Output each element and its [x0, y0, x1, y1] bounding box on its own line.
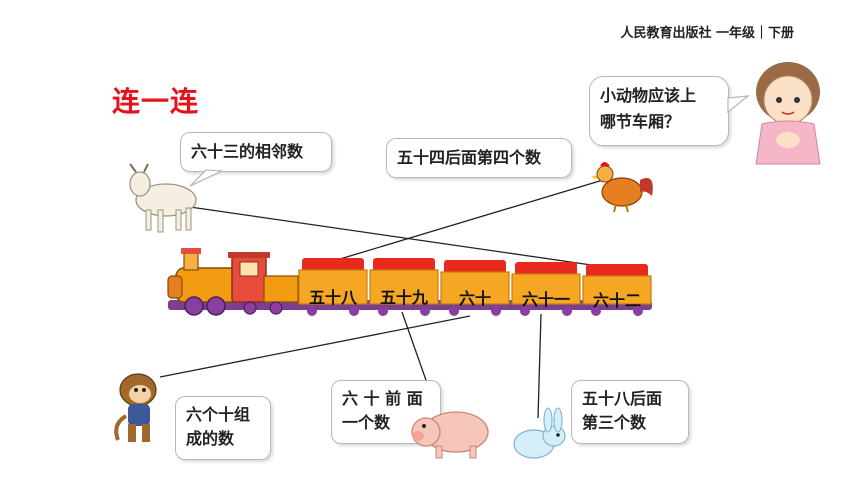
rabbit-icon — [513, 407, 566, 459]
pig-clue-line1: 六 十 前 面 — [342, 389, 423, 408]
pig-clue-line2: 一个数 — [342, 413, 391, 432]
car-label-4: 六十一 — [521, 290, 570, 309]
monkey-clue-line1: 六个十组 — [186, 405, 251, 424]
line-rabbit-to-car-61 — [537, 313, 542, 419]
girl-question-line1: 小动物应该上 — [600, 86, 697, 105]
goat-clue-text: 六十三的相邻数 — [191, 142, 304, 161]
locomotive — [167, 248, 299, 316]
rooster-clue-bubble: 五十四后面第四个数 — [386, 138, 572, 178]
rabbit-clue-bubble: 五十八后面 第三个数 — [571, 380, 689, 444]
goat-clue-bubble: 六十三的相邻数 — [180, 132, 332, 172]
line-monkey-to-car-60 — [159, 315, 471, 378]
line-goat-to-car-62 — [189, 206, 613, 269]
car-label-5: 六十二 — [592, 291, 641, 310]
publisher-label: 人民教育出版社 一年级｜下册 — [620, 26, 794, 41]
line-rooster-to-car-58 — [329, 179, 604, 263]
car-label-2: 五十九 — [379, 288, 428, 307]
girl-icon — [755, 62, 821, 165]
monkey-clue-bubble: 六个十组 成的数 — [175, 396, 271, 460]
car-label-3: 六十 — [458, 289, 491, 308]
pig-clue-bubble: 六 十 前 面 一个数 — [331, 380, 441, 444]
rooster-icon — [591, 162, 653, 213]
monkey-clue-line2: 成的数 — [186, 429, 235, 448]
rooster-clue-text: 五十四后面第四个数 — [397, 148, 542, 167]
monkey-icon — [114, 373, 157, 442]
rabbit-clue-line2: 第三个数 — [582, 413, 647, 432]
page-title: 连一连 — [112, 85, 200, 118]
goat-icon — [129, 163, 197, 233]
car-label-1: 五十八 — [308, 288, 357, 307]
girl-question-bubble: 小动物应该上 哪节车厢？ — [589, 76, 729, 146]
girl-question-line2: 哪节车厢？ — [600, 112, 681, 131]
rabbit-clue-line1: 五十八后面 — [582, 389, 663, 408]
